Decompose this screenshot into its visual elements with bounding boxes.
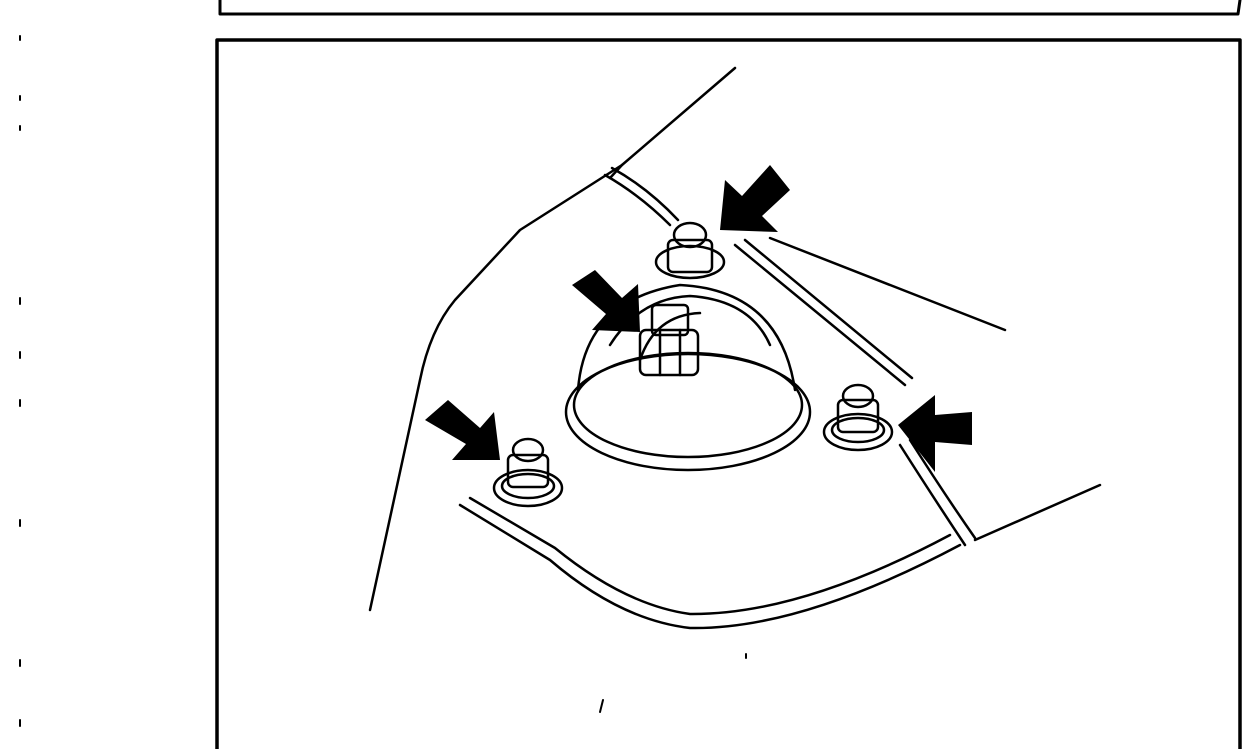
arrow-icon bbox=[898, 395, 972, 472]
bolt-top bbox=[654, 221, 726, 280]
arrow-icon bbox=[720, 165, 790, 232]
bolt-right bbox=[822, 383, 894, 452]
previous-figure-frame bbox=[218, 0, 1242, 16]
bolt-left bbox=[492, 437, 564, 508]
figure-frame bbox=[215, 38, 1242, 749]
center-nut bbox=[638, 303, 700, 377]
stray-mark bbox=[599, 699, 604, 713]
body-panel bbox=[368, 66, 1102, 630]
arrow-icon bbox=[425, 400, 500, 460]
arrow-icon bbox=[572, 270, 640, 332]
